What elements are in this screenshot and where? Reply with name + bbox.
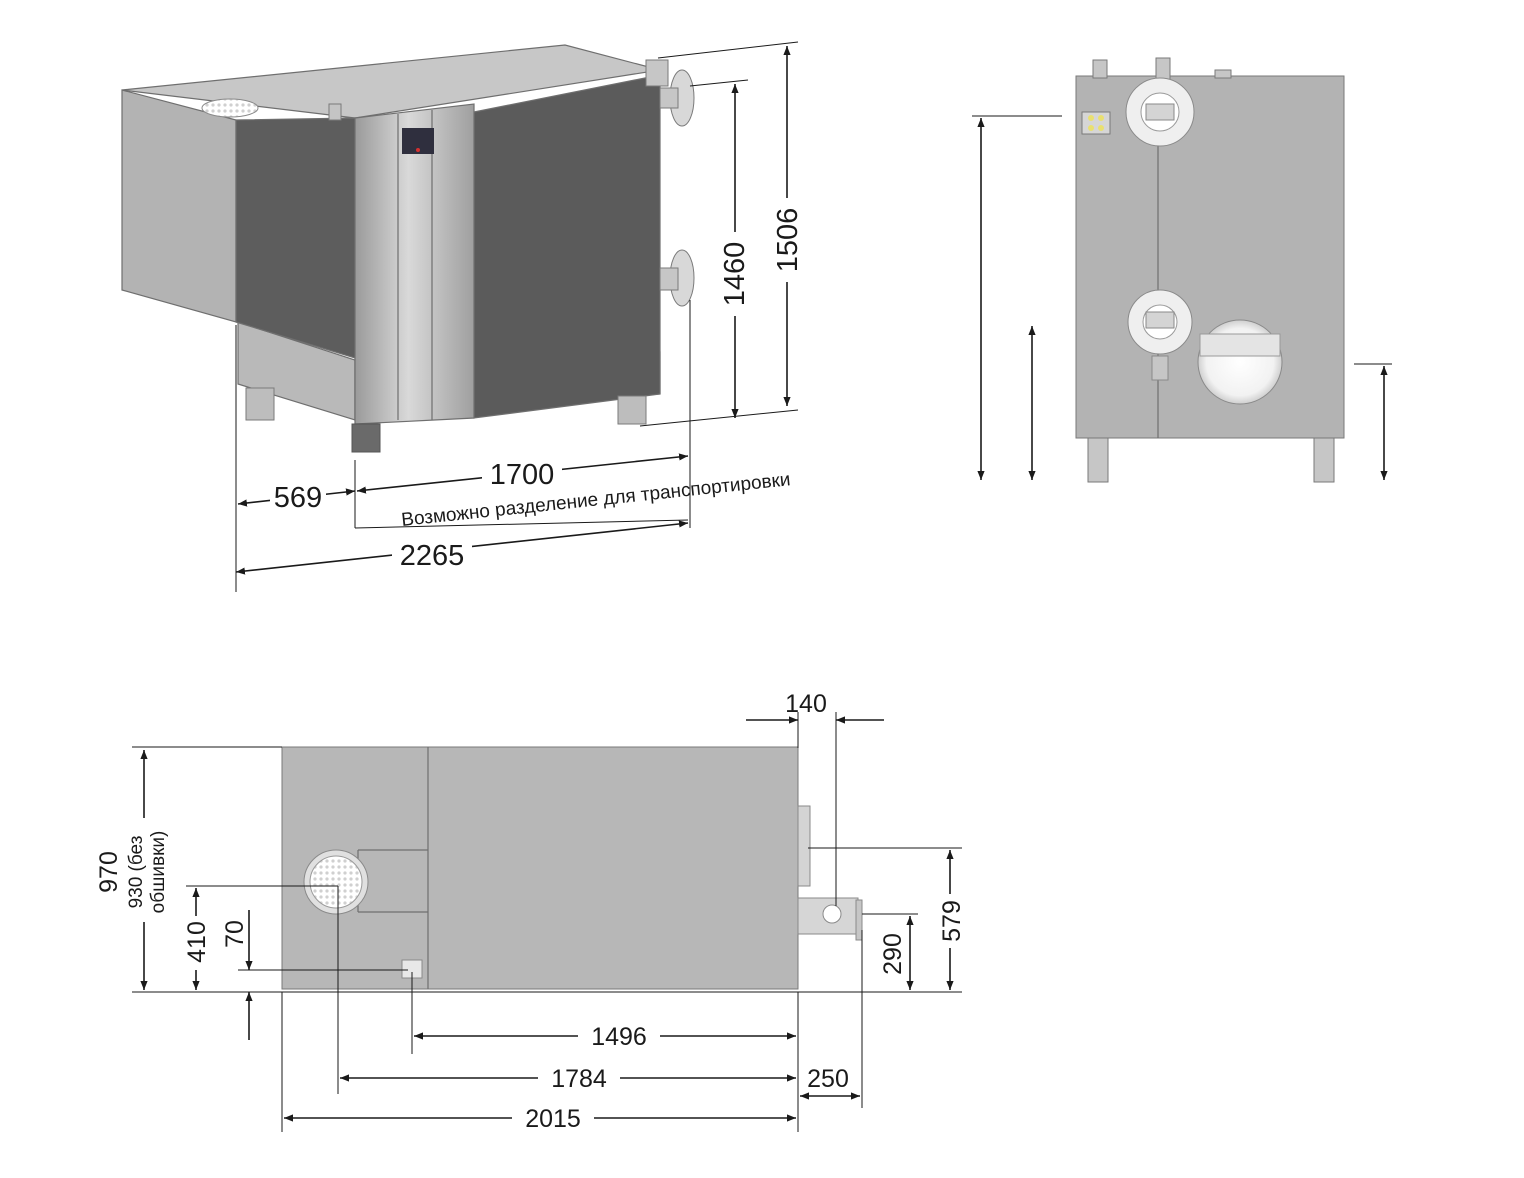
- dim-height-290: 290: [879, 933, 907, 975]
- dim-height-579: 579: [938, 900, 966, 942]
- dim-offset-410: 410: [183, 921, 211, 963]
- iso-front-block-dark: [235, 117, 356, 359]
- round-opening-icon: [201, 98, 259, 118]
- dim-depth-no-cladding-line2: обшивки): [148, 831, 169, 914]
- dim-depth-total: 970: [95, 851, 123, 893]
- support-leg-icon: [245, 387, 275, 421]
- control-panel-icon: [1081, 111, 1111, 135]
- support-leg-icon: [1313, 437, 1335, 483]
- dim-width-total: 2265: [400, 540, 465, 572]
- indicator-light-icon: [416, 148, 420, 152]
- plan-casing: [281, 746, 799, 990]
- dim-width-front: 569: [274, 482, 322, 514]
- support-leg-icon: [617, 395, 647, 425]
- dim-height-flange: 1460: [719, 242, 751, 307]
- note-transport-split: Возможно разделение для транспортировки: [400, 469, 791, 531]
- dim-height-total: 1506: [772, 208, 804, 273]
- dim-width-section: 1700: [490, 459, 555, 491]
- dim-offset-70: 70: [221, 920, 249, 948]
- support-leg-icon: [1087, 437, 1109, 483]
- iso-main-casing: [473, 74, 661, 419]
- upper-pipe-stub: [645, 59, 669, 87]
- dim-depth-no-cladding-line1: 930 (без: [126, 836, 147, 909]
- iso-front-block-light: [121, 89, 237, 323]
- dim-top-offset: 140: [785, 690, 827, 718]
- isometric-view: 1506 1460 569 1700 Возможно разделение д…: [121, 41, 804, 592]
- dim-length-1496: 1496: [591, 1023, 647, 1051]
- side-view: [972, 57, 1392, 483]
- plan-view: 140 970 930 (без обшивки) 410 70 579 290…: [95, 690, 968, 1133]
- top-stub-pipe: [328, 103, 342, 121]
- dim-length-1784: 1784: [551, 1065, 607, 1093]
- iso-door-panel: [354, 103, 475, 425]
- round-opening-icon: [1197, 319, 1283, 405]
- dim-length-2015: 2015: [525, 1105, 581, 1133]
- support-leg-icon: [351, 423, 381, 453]
- dim-offset-250: 250: [807, 1065, 849, 1093]
